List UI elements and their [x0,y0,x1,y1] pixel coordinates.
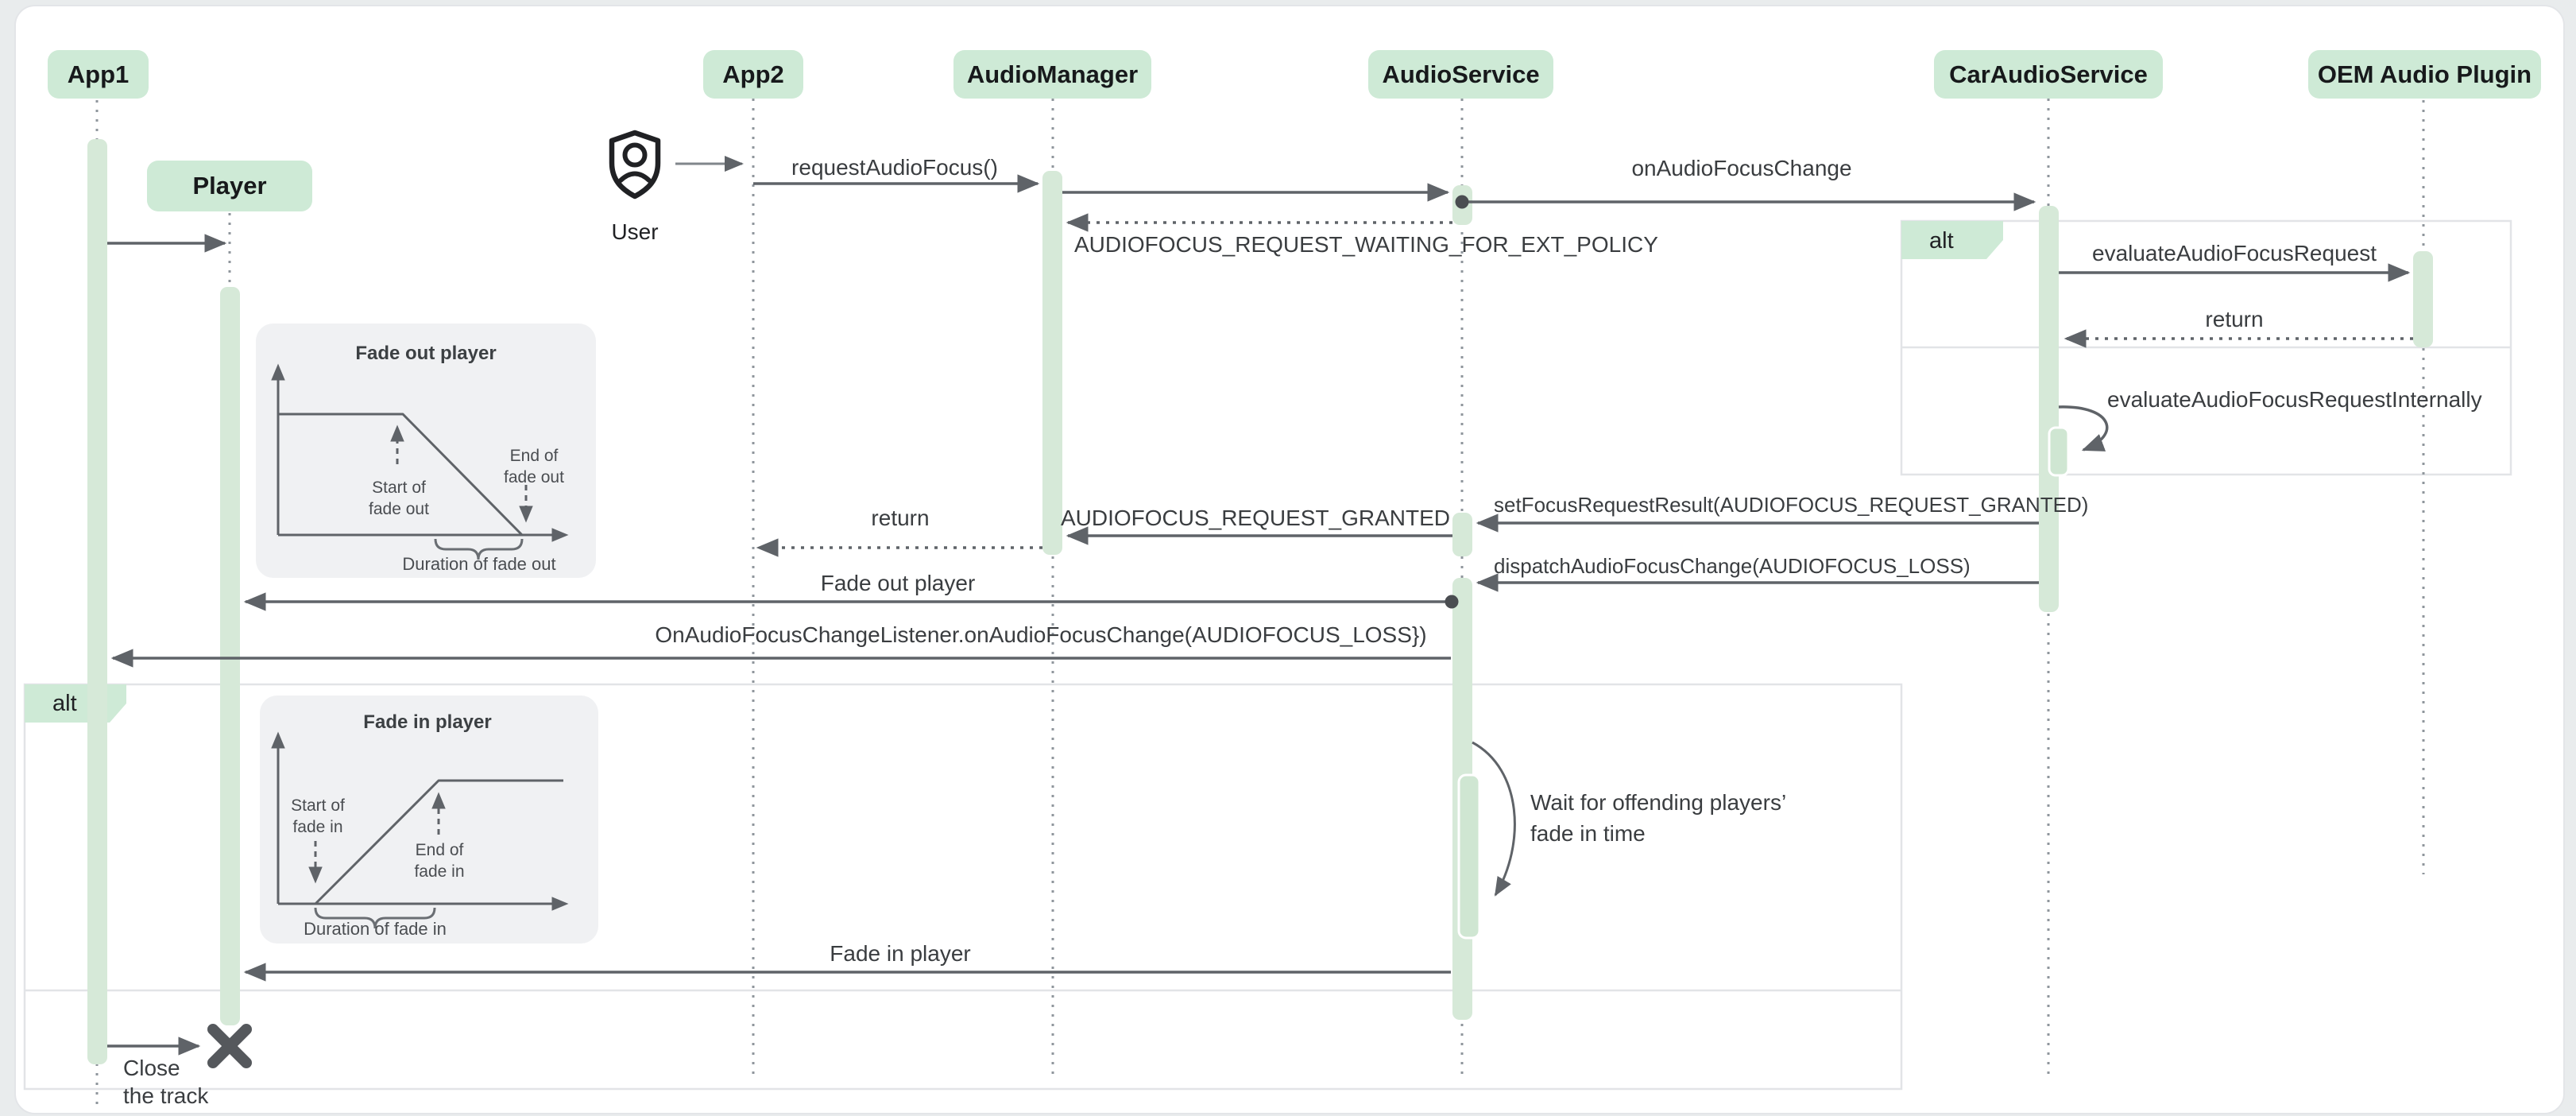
participant-audiomanager: AudioManager [953,50,1151,99]
activation-audiomanager [1042,171,1062,555]
fade-out-start-label: Start of fade out [369,479,429,519]
fade-in-chart-title: Fade in player [363,711,492,733]
message-on-audio-focus-change: onAudioFocusChange [1631,156,1852,180]
message-listener-callback: OnAudioFocusChangeListener.onAudioFocusC… [655,622,1427,647]
participant-player-label: Player [192,172,267,200]
fade-in-duration-label: Duration of fade in [304,919,447,939]
message-evaluate-internally: evaluateAudioFocusRequestInternally [2107,387,2482,412]
message-fade-out-player: Fade out player [820,571,976,595]
message-dot-fade-out [1445,595,1459,609]
participant-caraudioservice: CarAudioService [1934,50,2163,99]
fade-out-chart-box [256,324,596,578]
fade-in-chart-box [260,696,598,944]
participant-caraudioservice-label: CarAudioService [1949,60,2148,88]
alt-label-right: alt [1929,228,1954,254]
message-dot-on-audio-focus-change [1455,195,1469,209]
arrow-evaluate-internally-self [2058,405,2109,451]
message-evaluate-request: evaluateAudioFocusRequest [2091,241,2377,265]
activation-audioservice-2 [1452,513,1472,556]
participant-app2: App2 [703,50,803,99]
participant-audioservice: AudioService [1368,50,1553,99]
activation-audioservice-wait [1457,773,1481,940]
alt-label-left: alt [52,691,77,716]
participant-oem-label: OEM Audio Plugin [2317,60,2532,88]
fade-in-end-label: End of fade in [414,841,465,882]
participant-app1: App1 [48,50,149,99]
arrow-wait-self [1472,741,1516,897]
fade-out-end-label: End of fade out [504,447,564,487]
user-shield-icon [609,130,661,200]
activation-app1 [87,139,107,1064]
participant-audiomanager-label: AudioManager [966,60,1139,88]
activation-caraudioservice-inner [2048,426,2070,477]
fade-in-chart-graphics [271,731,569,929]
participant-oem: OEM Audio Plugin [2308,50,2541,99]
message-manager-return: return [871,506,930,530]
alt-frame-left [23,683,1903,1091]
message-evaluate-return: return [2205,307,2264,331]
user-actor-label: User [611,219,659,244]
fade-out-chart-title: Fade out player [355,343,497,364]
fade-in-start-label: Start of fade in [291,796,345,837]
message-request-audio-focus: requestAudioFocus() [791,155,998,180]
alt-tab-right [1901,221,2003,259]
activation-player [220,287,240,1025]
participant-player: Player [147,161,312,211]
participant-app1-label: App1 [67,60,130,88]
message-waiting: AUDIOFOCUS_REQUEST_WAITING_FOR_EXT_POLIC… [1074,232,1658,257]
message-close-track: Close the track [123,1056,209,1108]
fade-out-chart-graphics [271,363,569,560]
participant-app2-label: App2 [722,60,784,88]
activation-oem [2413,251,2433,347]
message-dispatch-loss: dispatchAudioFocusChange(AUDIOFOCUS_LOSS… [1494,554,1971,578]
message-granted: AUDIOFOCUS_REQUEST_GRANTED [1060,506,1451,530]
destroy-x-icon [207,1024,252,1068]
message-set-focus-result: setFocusRequestResult(AUDIOFOCUS_REQUEST… [1494,493,2089,517]
participant-audioservice-label: AudioService [1382,60,1540,88]
note-wait-for-fade: Wait for offending players’ fade in time [1530,790,1787,847]
fade-out-duration-label: Duration of fade out [402,554,556,574]
activation-caraudioservice [2039,206,2059,612]
message-fade-in-player: Fade in player [830,941,971,966]
